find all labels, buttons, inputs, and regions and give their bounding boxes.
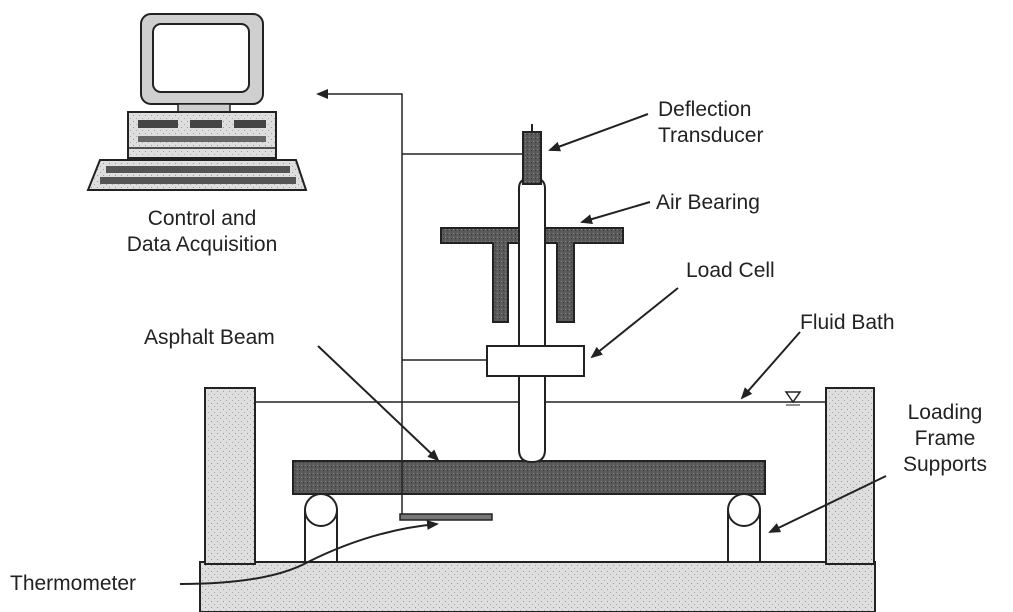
label-computer-line1: Control and bbox=[147, 207, 257, 230]
deflection-transducer bbox=[522, 131, 542, 185]
computer bbox=[86, 13, 308, 191]
label-deflection-line1: Deflection bbox=[658, 98, 752, 121]
arrow-deflection-transducer bbox=[548, 113, 649, 152]
arrow-fluid-bath bbox=[740, 331, 801, 400]
loading-shaft bbox=[518, 176, 546, 464]
arrow-thermometer bbox=[179, 519, 439, 585]
arrow-load-cell bbox=[590, 287, 679, 359]
system-unit bbox=[127, 111, 277, 159]
bath-left-wall bbox=[204, 387, 256, 565]
left-roller bbox=[304, 493, 338, 527]
label-control-data-acquisition: Control and Data Acquisition bbox=[92, 206, 312, 258]
bath-right-wall bbox=[825, 387, 875, 565]
asphalt-beam bbox=[292, 460, 766, 495]
label-load-cell: Load Cell bbox=[686, 259, 775, 282]
label-thermometer: Thermometer bbox=[10, 572, 137, 595]
thermometer bbox=[399, 513, 493, 521]
base-plate bbox=[199, 561, 876, 612]
signal-cable bbox=[316, 89, 403, 514]
fluid-level-symbol bbox=[784, 391, 802, 404]
load-cell bbox=[486, 345, 585, 377]
label-asphalt-beam: Asphalt Beam bbox=[144, 326, 275, 349]
right-roller bbox=[727, 493, 761, 527]
arrow-air-bearing bbox=[580, 201, 651, 224]
label-fluid-bath: Fluid Bath bbox=[800, 311, 895, 334]
keyboard bbox=[86, 159, 308, 191]
label-deflection-transducer: Deflection Transducer bbox=[658, 97, 763, 149]
arrow-loading-frame-supports bbox=[768, 475, 887, 533]
arrow-asphalt-beam bbox=[317, 345, 440, 462]
monitor-screen bbox=[152, 23, 250, 93]
label-supports-line2: Frame bbox=[914, 427, 976, 450]
label-supports-line3: Supports bbox=[902, 453, 988, 476]
label-supports-line1: Loading bbox=[907, 401, 983, 424]
label-air-bearing: Air Bearing bbox=[656, 191, 760, 214]
label-computer-line2: Data Acquisition bbox=[126, 233, 278, 256]
label-loading-frame-supports: Loading Frame Supports bbox=[884, 400, 1006, 478]
air-bearing bbox=[440, 227, 624, 323]
label-deflection-line2: Transducer bbox=[658, 124, 764, 147]
